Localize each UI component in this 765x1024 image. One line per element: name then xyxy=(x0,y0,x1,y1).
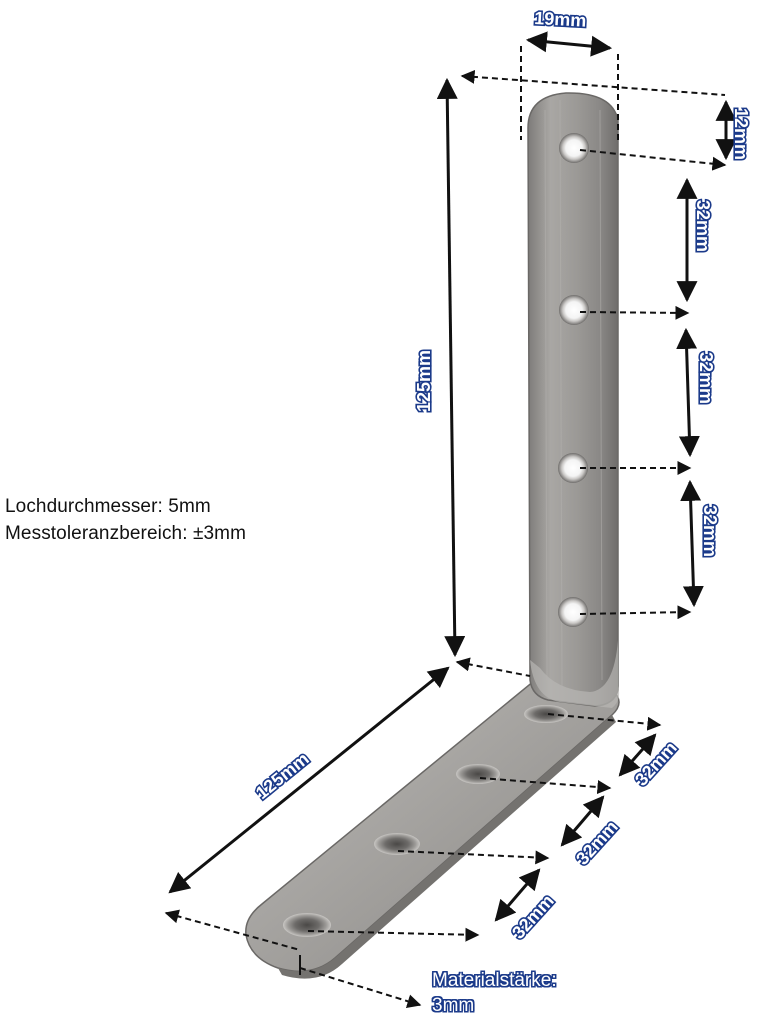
hole xyxy=(559,133,589,163)
dim-label-width-top: 19mm xyxy=(534,8,587,31)
hole xyxy=(558,453,588,483)
vertical-leg-bend xyxy=(530,640,620,708)
material-label: Materialstärke: xyxy=(432,970,557,991)
dim-label-horizontal-leg-length: 125mm xyxy=(252,749,313,804)
dimension-lines xyxy=(164,31,737,1008)
tolerance-note: Messtoleranzbereich: ±3mm xyxy=(5,523,247,544)
dim-label-vertical-spacing-1: 32mm xyxy=(693,200,713,252)
material-thickness-label: Materialstärke: 3mm xyxy=(432,968,557,1018)
hole xyxy=(559,295,589,325)
hole xyxy=(524,705,568,723)
dim-label-edge-to-first-hole: 12mm xyxy=(731,108,751,160)
vertical-holes xyxy=(558,133,589,627)
dim-label-vertical-spacing-3: 32mm xyxy=(700,505,720,557)
hole xyxy=(283,913,331,937)
dim-label-vertical-leg-length: 125mm xyxy=(414,350,434,412)
horizontal-leg-edge xyxy=(278,715,616,979)
hole xyxy=(456,764,500,784)
dim-label-vertical-spacing-2: 32mm xyxy=(696,352,716,404)
material-value: 3mm xyxy=(432,995,475,1016)
hole-diameter-note: Lochdurchmesser: 5mm xyxy=(5,496,211,517)
dim-label-horizontal-spacing-1: 32mm xyxy=(631,738,681,790)
hole xyxy=(558,597,588,627)
